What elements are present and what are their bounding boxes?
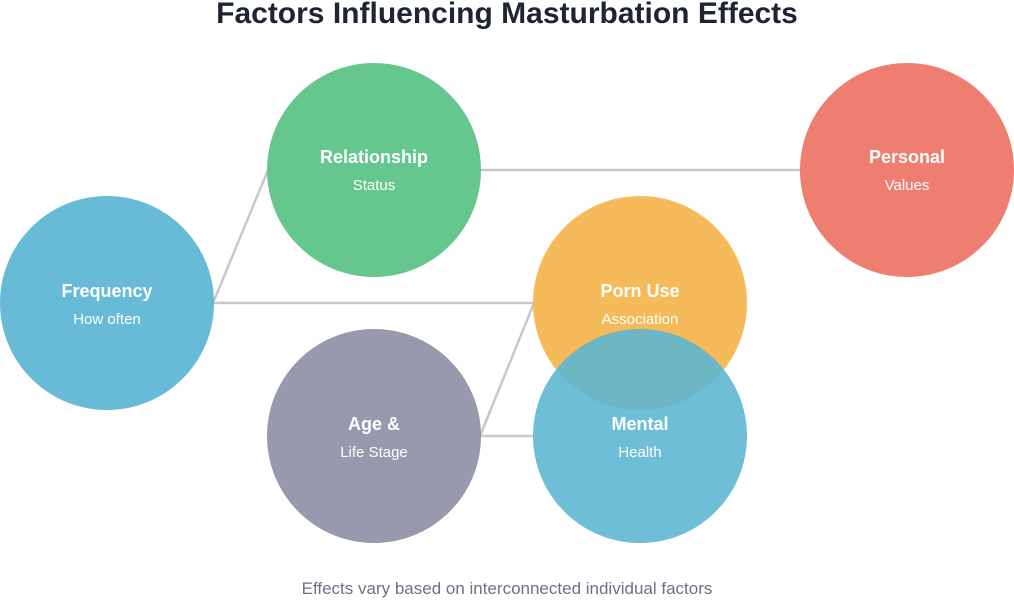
mental-circle	[533, 329, 747, 543]
node-age: Age & Life Stage	[267, 329, 481, 543]
personal-circle	[800, 63, 1014, 277]
relationship-sublabel: Status	[353, 177, 396, 194]
relationship-circle	[267, 63, 481, 277]
diagram-title: Factors Influencing Masturbation Effects	[216, 0, 798, 30]
mental-sublabel: Health	[618, 444, 661, 461]
personal-sublabel: Values	[885, 177, 930, 194]
porn-use-label: Porn Use	[600, 281, 679, 301]
relationship-label: Relationship	[320, 147, 428, 167]
age-sublabel: Life Stage	[340, 444, 408, 461]
frequency-label: Frequency	[61, 281, 152, 301]
personal-label: Personal	[869, 147, 945, 167]
footnote: Effects vary based on interconnected ind…	[301, 579, 713, 598]
link-frequency-relationship	[211, 169, 270, 304]
node-relationship: Relationship Status	[267, 63, 481, 277]
node-mental: Mental Health	[533, 329, 747, 543]
connection-lines	[211, 168, 801, 438]
age-label: Age &	[348, 414, 400, 434]
frequency-circle	[0, 196, 214, 410]
frequency-sublabel: How often	[73, 311, 141, 328]
mental-label: Mental	[611, 414, 668, 434]
link-age-porn	[478, 302, 536, 437]
porn-use-sublabel: Association	[602, 311, 679, 328]
node-frequency: Frequency How often	[0, 196, 214, 410]
age-circle	[267, 329, 481, 543]
node-personal: Personal Values	[800, 63, 1014, 277]
